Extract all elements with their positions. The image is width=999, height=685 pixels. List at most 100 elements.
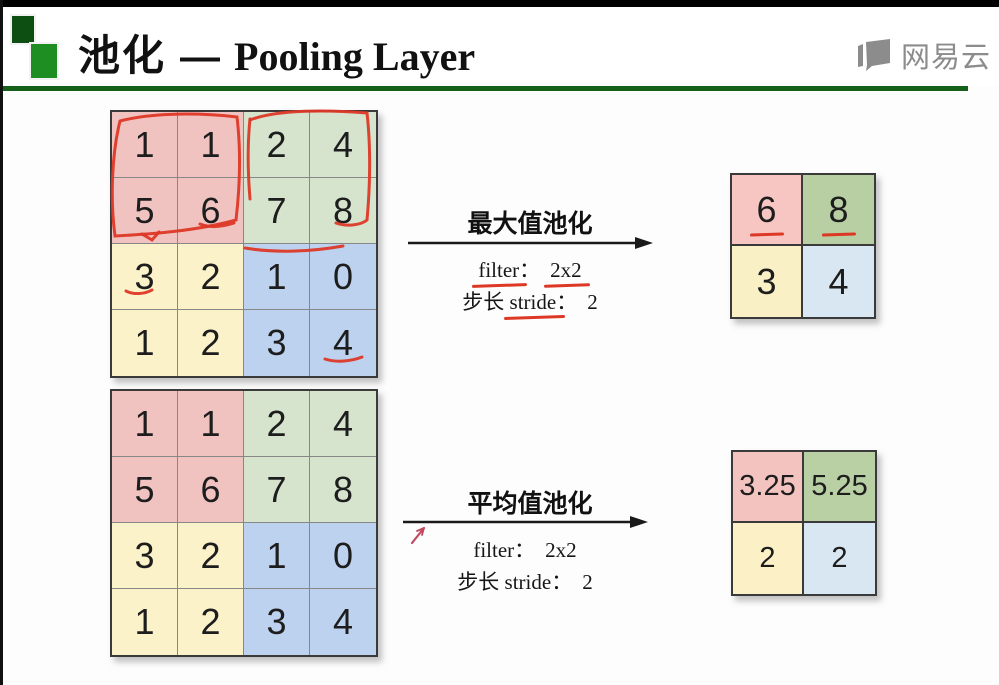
matrix-cell: 2 [178, 310, 244, 376]
matrix-cell-value: 1 [134, 601, 155, 642]
matrix-cell: 2 [244, 391, 310, 457]
matrix-cell-value: 3.25 [739, 470, 796, 502]
matrix-cell-value: 1 [134, 402, 155, 444]
matrix-cell: 4 [310, 589, 376, 655]
netease-cloud-icon [858, 39, 890, 71]
matrix-cell-value: 5 [134, 468, 155, 510]
slide-header [3, 7, 999, 86]
watermark: 网易云 [855, 34, 999, 76]
matrix-cell: 1 [112, 310, 178, 376]
matrix-cell-value: 0 [332, 255, 354, 297]
matrix-cell-value: 5 [134, 189, 155, 231]
matrix-cell: 0 [310, 523, 376, 589]
matrix-cell-value: 1 [134, 322, 155, 363]
colon: ： [514, 538, 536, 562]
matrix-cell-value: 4 [332, 322, 354, 363]
matrix-cell: 1 [112, 112, 178, 178]
matrix-cell: 4 [310, 391, 376, 457]
matrix-cell: 3 [732, 246, 803, 317]
matrix-cell: 1 [178, 391, 244, 457]
matrix-cell-value: 2 [200, 255, 221, 297]
colon: ： [556, 290, 578, 314]
window-top-edge [0, 0, 999, 7]
matrix-cell-value: 2 [200, 601, 221, 642]
matrix-cell-value: 3 [134, 255, 155, 297]
matrix-cell: 1 [178, 112, 244, 178]
matrix-cell: 4 [803, 246, 874, 317]
matrix-cell: 5 [112, 178, 178, 244]
matrix-cell: 6 [732, 175, 803, 246]
max-pooling-arrow [408, 237, 653, 249]
matrix-cell: 7 [244, 178, 310, 244]
matrix-cell: 4 [310, 112, 376, 178]
avg-filter-spec: filter：2x2 [400, 534, 650, 564]
matrix-cell: 3 [244, 310, 310, 376]
matrix-cell-value: 4 [332, 402, 354, 444]
stride-value: 2 [582, 570, 593, 594]
matrix-cell-value: 8 [332, 468, 354, 510]
matrix-cell-value: 7 [266, 468, 287, 510]
colon: ： [519, 258, 541, 282]
matrix-cell-value: 3 [266, 601, 287, 642]
pen-cursor-icon [410, 526, 426, 545]
max-stride-spec: 步长 stride：2 [405, 286, 655, 316]
title-english: Pooling Layer [234, 34, 476, 79]
matrix-cell: 2 [244, 112, 310, 178]
title-dash: — [180, 35, 221, 79]
matrix-cell-value: 6 [200, 189, 221, 231]
max-pooling-label: 最大值池化 [467, 210, 593, 238]
matrix-cell: 5.25 [804, 452, 875, 523]
matrix-cell: 6 [178, 457, 244, 523]
page-title: 池化 — Pooling Layer [78, 22, 475, 83]
matrix-cell-value: 4 [332, 601, 354, 642]
matrix-cell-value: 6 [756, 188, 777, 230]
matrix-cell-value: 4 [828, 260, 849, 302]
stride-zh: 步长 [457, 570, 500, 594]
matrix-cell: 2 [804, 523, 875, 594]
matrix-cell-value: 4 [332, 123, 354, 165]
logo-square-dark [12, 16, 34, 43]
avg-pooling-label: 平均值池化 [467, 490, 593, 518]
matrix-cell: 3.25 [733, 452, 804, 523]
matrix-cell: 1 [244, 244, 310, 310]
matrix-cell-value: 2 [266, 123, 287, 165]
matrix-cell: 3 [112, 244, 178, 310]
filter-word: filter [478, 258, 520, 282]
matrix-cell-value: 1 [134, 123, 155, 165]
matrix-cell-value: 1 [266, 534, 287, 576]
matrix-cell: 2 [178, 523, 244, 589]
matrix-cell-value: 0 [332, 534, 354, 576]
matrix-cell: 2 [178, 589, 244, 655]
matrix-cell: 8 [803, 175, 874, 246]
matrix-cell-value: 1 [200, 123, 221, 165]
matrix-cell: 3 [112, 523, 178, 589]
matrix-cell-value: 3 [756, 260, 777, 302]
max-filter-spec: filter：2x2 [405, 254, 655, 284]
filter-word: filter [473, 538, 515, 562]
stride-zh: 步长 [462, 290, 505, 314]
matrix-cell-value: 7 [266, 189, 287, 231]
matrix-cell: 6 [178, 178, 244, 244]
matrix-cell-value: 1 [200, 402, 221, 444]
matrix-cell-value: 2 [200, 534, 221, 576]
stride-word: stride [504, 570, 552, 594]
matrix-cell: 8 [310, 178, 376, 244]
matrix-cell-value: 6 [200, 468, 221, 510]
matrix-cell: 1 [112, 391, 178, 457]
matrix-cell: 1 [244, 523, 310, 589]
matrix-cell: 2 [733, 523, 804, 594]
max-result-matrix: 6 8 3 4 [730, 173, 876, 319]
matrix-cell: 1 [112, 589, 178, 655]
matrix-cell: 0 [310, 244, 376, 310]
matrix-cell-value: 8 [828, 188, 849, 230]
matrix-cell: 7 [244, 457, 310, 523]
matrix-cell: 2 [178, 244, 244, 310]
matrix-cell: 4 [310, 310, 376, 376]
matrix-cell-value: 2 [759, 542, 776, 574]
matrix-cell-value: 8 [332, 189, 354, 231]
matrix-cell: 3 [244, 589, 310, 655]
matrix-cell-value: 2 [200, 322, 221, 363]
matrix-cell-value: 5.25 [811, 470, 868, 502]
